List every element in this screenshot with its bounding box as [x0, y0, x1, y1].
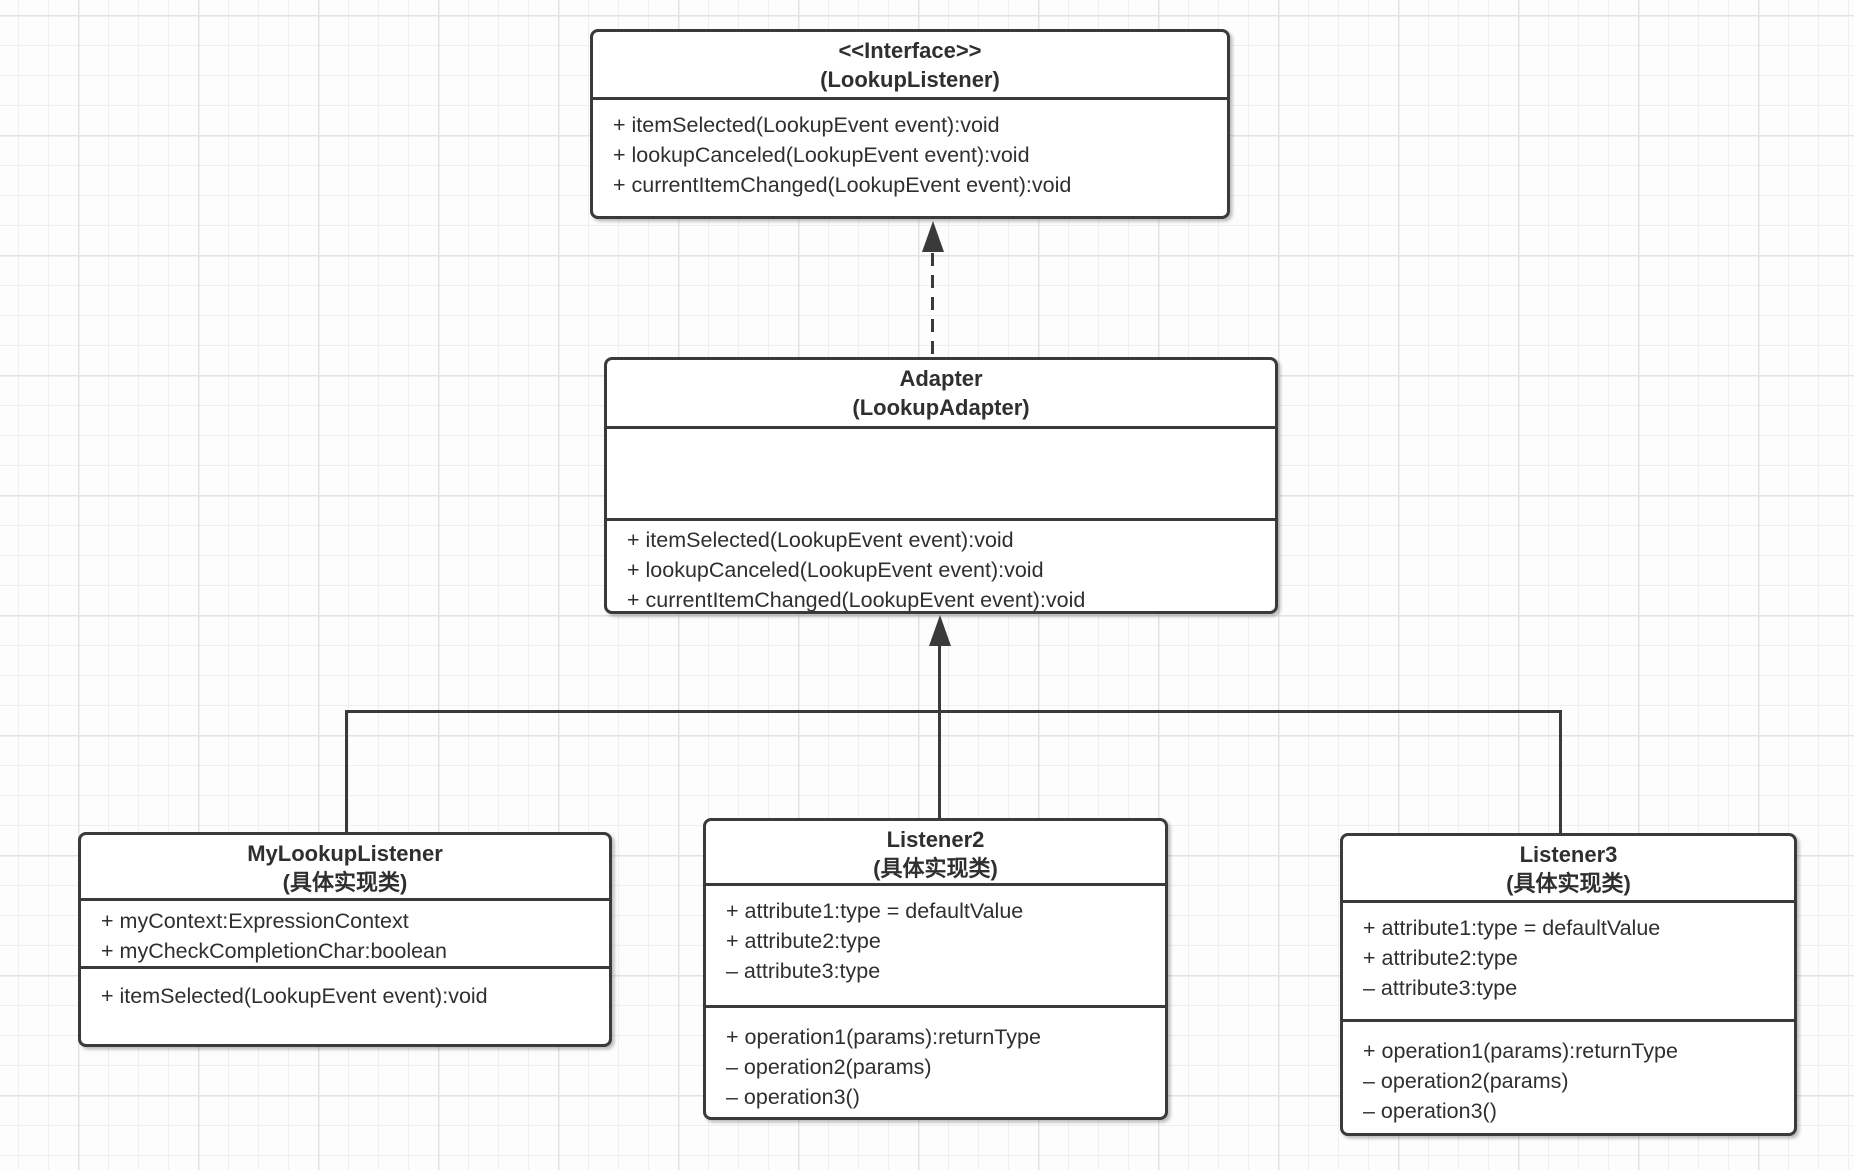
method-row: + itemSelected(LookupEvent event):void — [101, 984, 488, 1008]
class-subname: (具体实现类) — [1506, 871, 1631, 896]
class-name: Listener2 — [886, 827, 985, 852]
realization-line[interactable] — [931, 253, 934, 357]
attribute-row: + myContext:ExpressionContext — [101, 909, 409, 933]
attribute-row: – attribute3:type — [726, 959, 881, 983]
class-stereotype: <<Interface>> — [838, 38, 982, 63]
method-row: + itemSelected(LookupEvent event):void — [627, 528, 1014, 552]
realization-arrowhead-icon — [922, 221, 944, 252]
class-attributes-section: + myContext:ExpressionContext + myCheckC… — [81, 898, 609, 966]
class-methods-section: + itemSelected(LookupEvent event):void +… — [593, 97, 1227, 216]
class-box-lookupadapter[interactable]: Adapter (LookupAdapter) + itemSelected(L… — [604, 357, 1278, 614]
class-methods-section: + operation1(params):returnType – operat… — [1343, 1019, 1794, 1133]
inheritance-drop-center-line[interactable] — [938, 710, 941, 819]
attribute-row: + attribute1:type = defaultValue — [726, 899, 1024, 923]
class-box-listener2[interactable]: Listener2 (具体实现类) + attribute1:type = de… — [703, 818, 1168, 1120]
class-subname: (LookupAdapter) — [852, 395, 1030, 420]
attribute-row: + attribute2:type — [726, 929, 881, 953]
class-title: <<Interface>> (LookupListener) — [593, 32, 1227, 97]
inheritance-drop-left-line[interactable] — [345, 710, 348, 833]
attribute-row: + myCheckCompletionChar:boolean — [101, 939, 447, 963]
class-methods-section: + itemSelected(LookupEvent event):void +… — [607, 518, 1275, 611]
method-row: + currentItemChanged(LookupEvent event):… — [613, 173, 1072, 197]
method-row: + operation1(params):returnType — [726, 1025, 1041, 1049]
inheritance-drop-right-line[interactable] — [1559, 710, 1562, 834]
inheritance-arrow-line[interactable] — [938, 646, 941, 710]
method-row: – operation2(params) — [1363, 1069, 1569, 1093]
method-row: – operation2(params) — [726, 1055, 932, 1079]
class-title: Adapter (LookupAdapter) — [607, 360, 1275, 426]
method-row: + currentItemChanged(LookupEvent event):… — [627, 588, 1086, 611]
class-name: (LookupListener) — [820, 67, 1000, 92]
class-attributes-section — [607, 426, 1275, 518]
class-subname: (具体实现类) — [873, 856, 998, 881]
method-row: – operation3() — [1363, 1099, 1497, 1123]
class-subname: (具体实现类) — [282, 870, 408, 895]
class-box-lookuplistener-interface[interactable]: <<Interface>> (LookupListener) + itemSel… — [590, 29, 1230, 219]
method-row: – operation3() — [726, 1085, 860, 1109]
class-methods-section: + operation1(params):returnType – operat… — [706, 1005, 1165, 1117]
inheritance-arrowhead-icon — [929, 615, 951, 646]
attribute-row: – attribute3:type — [1363, 976, 1518, 1000]
class-name: MyLookupListener — [247, 841, 443, 866]
class-attributes-section: + attribute1:type = defaultValue + attri… — [706, 883, 1165, 1005]
method-row: + operation1(params):returnType — [1363, 1039, 1678, 1063]
class-title: MyLookupListener (具体实现类) — [81, 835, 609, 898]
class-box-mylookuplistener[interactable]: MyLookupListener (具体实现类) + myContext:Exp… — [78, 832, 612, 1047]
inheritance-trunk-line[interactable] — [345, 710, 1561, 713]
method-row: + lookupCanceled(LookupEvent event):void — [627, 558, 1044, 582]
class-title: Listener3 (具体实现类) — [1343, 836, 1794, 900]
class-title: Listener2 (具体实现类) — [706, 821, 1165, 883]
method-row: + lookupCanceled(LookupEvent event):void — [613, 143, 1030, 167]
attribute-row: + attribute1:type = defaultValue — [1363, 916, 1661, 940]
class-box-listener3[interactable]: Listener3 (具体实现类) + attribute1:type = de… — [1340, 833, 1797, 1136]
attribute-row: + attribute2:type — [1363, 946, 1518, 970]
class-name: Listener3 — [1519, 842, 1618, 867]
class-attributes-section: + attribute1:type = defaultValue + attri… — [1343, 900, 1794, 1019]
class-methods-section: + itemSelected(LookupEvent event):void — [81, 966, 609, 1044]
class-name: Adapter — [899, 366, 983, 391]
method-row: + itemSelected(LookupEvent event):void — [613, 113, 1000, 137]
